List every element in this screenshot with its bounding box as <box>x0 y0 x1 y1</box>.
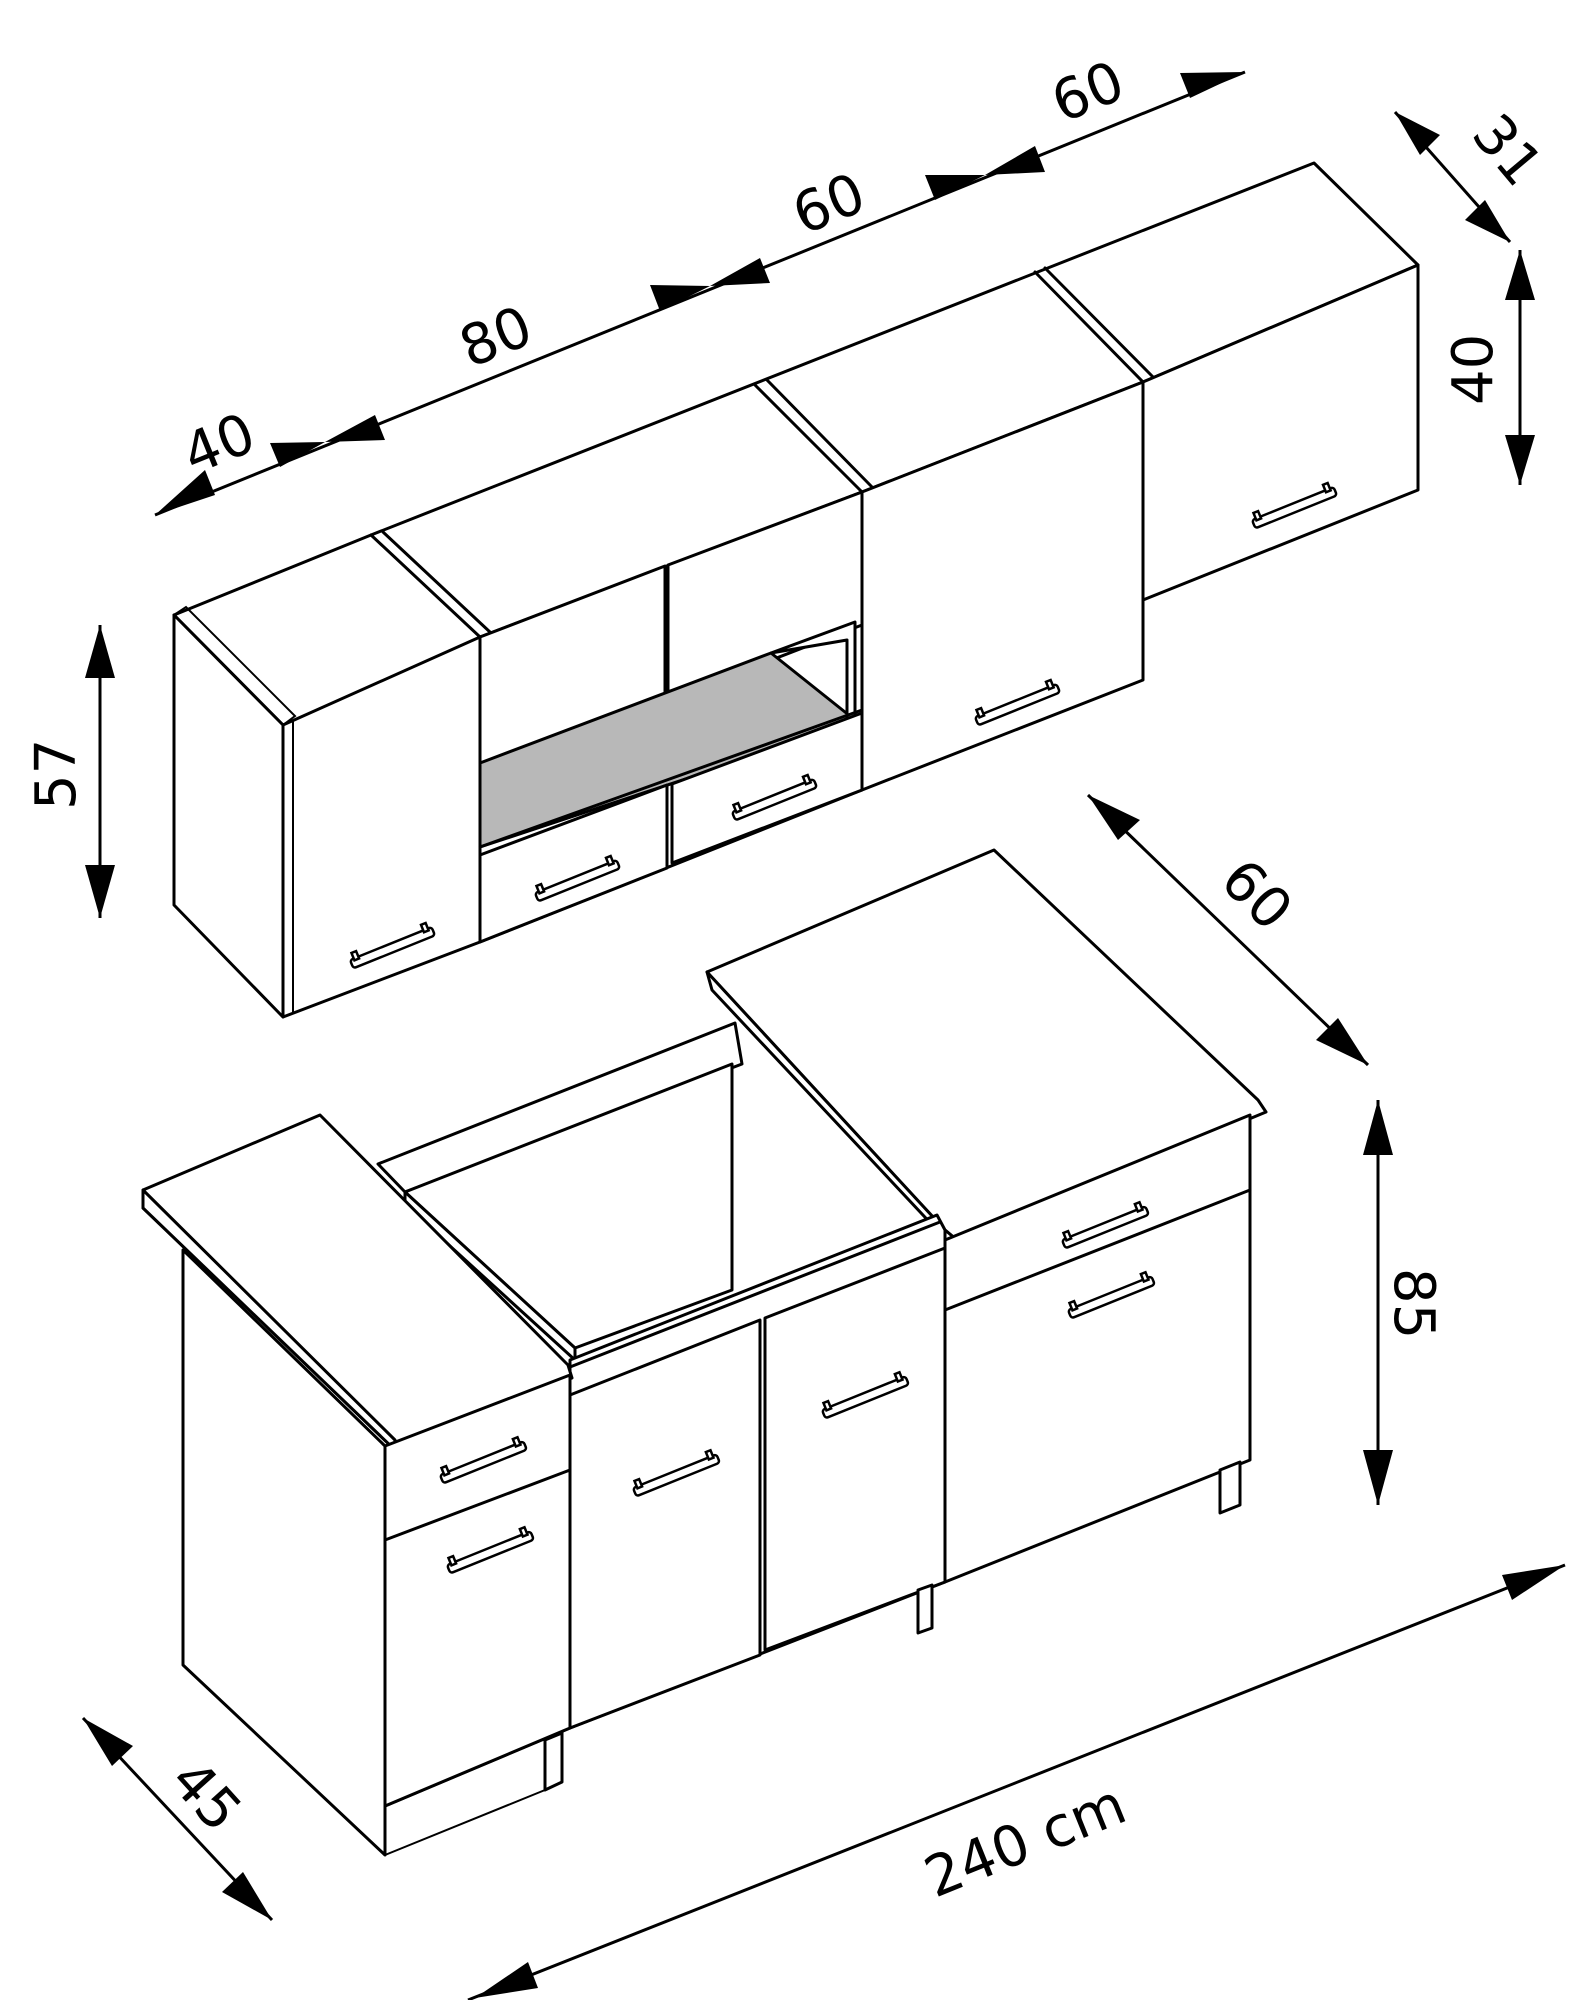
arrow-icon <box>85 625 115 678</box>
wall-handles <box>349 481 1338 969</box>
wall-top-divider-2 <box>753 378 874 494</box>
handle-icon <box>534 854 621 902</box>
wall-top-front-edge <box>173 605 297 726</box>
label-total-width: 240 cm <box>916 1772 1135 1911</box>
base-handles <box>439 1200 1156 1574</box>
handle-icon <box>821 1370 910 1419</box>
sink-top-rail <box>568 1220 942 1369</box>
arrow-icon <box>1088 795 1140 840</box>
left-base-door <box>383 1468 572 1808</box>
handle-icon <box>1067 1270 1156 1319</box>
handle-icon <box>439 1435 528 1484</box>
arrow-icon <box>1180 72 1245 98</box>
arrow-icon <box>83 1718 133 1766</box>
wall-cabinets <box>172 161 1420 1019</box>
sink-leg <box>916 1583 934 1635</box>
label-wall-depth-31: 31 <box>1459 102 1555 198</box>
handle-icon <box>632 1448 721 1497</box>
label-base-height-85: 85 <box>1381 1268 1446 1339</box>
base-cabinets <box>141 848 1268 1857</box>
handle-icon <box>349 921 436 969</box>
arrow-icon <box>325 415 385 442</box>
arrow-icon <box>1363 1450 1393 1505</box>
label-wall-80: 80 <box>451 294 541 381</box>
wall-cab-80-flap-left <box>478 783 669 944</box>
wall-top-divider-1 <box>369 530 493 639</box>
label-wall-60-a: 60 <box>784 161 874 248</box>
total-width-dimension-line <box>467 1563 1566 2000</box>
label-wall-height-40: 40 <box>1441 334 1506 405</box>
base-depth-right-dimension-line <box>1086 793 1370 1067</box>
sink-cabinet-rear-lip <box>376 1021 744 1194</box>
arrow-icon <box>222 1872 272 1920</box>
handle-icon <box>974 678 1061 726</box>
arrow-icon <box>85 865 115 918</box>
arrow-icon <box>925 175 985 200</box>
arrow-icon <box>1505 435 1535 485</box>
handle-icon <box>1251 481 1338 529</box>
arrow-icon <box>710 258 770 286</box>
handle-icon <box>446 1525 535 1574</box>
arrow-icon <box>1395 112 1440 155</box>
label-wall-height-57: 57 <box>24 739 89 810</box>
arrow-icon <box>650 285 710 311</box>
handle-icon <box>731 773 818 821</box>
label-base-depth-45: 45 <box>158 1748 254 1844</box>
arrow-icon <box>1505 250 1535 300</box>
left-base-bottom <box>384 1789 546 1856</box>
arrow-icon <box>1465 200 1510 242</box>
arrow-icon <box>155 470 215 515</box>
label-base-depth-60: 60 <box>1208 847 1304 943</box>
wall-top-divider-3 <box>1033 266 1155 384</box>
handle-icon <box>1061 1200 1150 1249</box>
arrow-icon <box>270 442 325 467</box>
arrow-icon <box>1502 1565 1565 1600</box>
sink-door-right <box>763 1246 947 1652</box>
right-leg <box>1218 1460 1242 1515</box>
left-leg <box>543 1731 564 1792</box>
arrow-icon <box>985 146 1045 175</box>
dimension-lines <box>81 70 1566 2000</box>
arrow-icon <box>1316 1018 1368 1065</box>
arrow-icon <box>475 1962 538 1998</box>
wall-cab-80-shelf-edge <box>478 708 864 849</box>
arrow-icon <box>1363 1100 1393 1155</box>
right-drawer-line <box>943 1188 1252 1312</box>
wall-cab-60-small-door <box>1141 263 1420 602</box>
